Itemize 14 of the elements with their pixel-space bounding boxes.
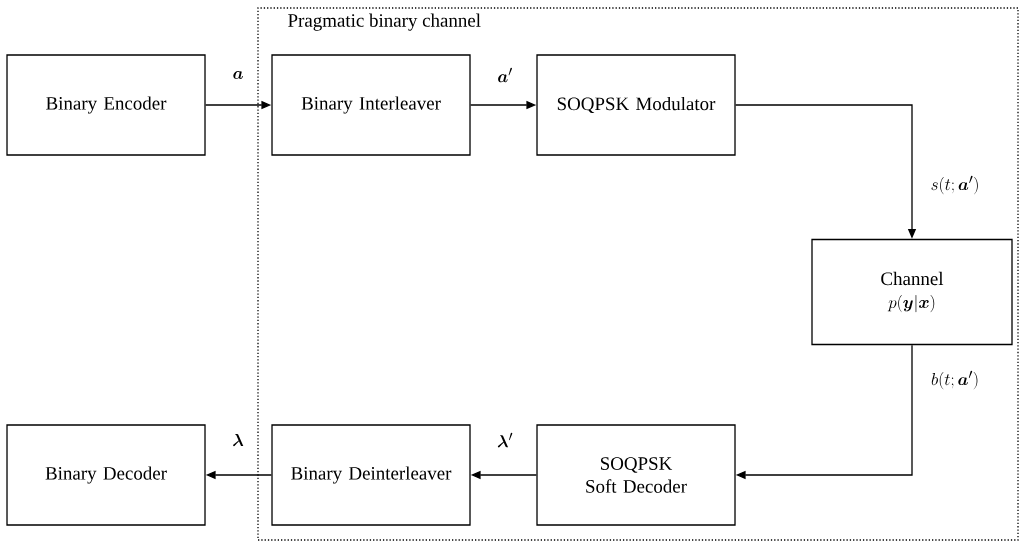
edge-label: $\boldsymbol{a}$ (231, 70, 245, 80)
edge-label: $b(t;\boldsymbol{a}')$ (930, 369, 980, 391)
process-box: SOQPSK Soft Decoder (536, 424, 736, 526)
edge-label: $\boldsymbol{\lambda}'$ (496, 431, 514, 449)
process-box: SOQPSK Modulator (536, 54, 736, 156)
edge-label: $s(t;\boldsymbol{a}')$ (929, 174, 981, 196)
edge-label: $\boldsymbol{\lambda}$ (231, 433, 245, 447)
process-box: Binary Deinterleaver (271, 424, 471, 526)
process-box: Binary Decoder (6, 424, 206, 526)
region-heading: Pragmatic binary channel (288, 13, 481, 31)
process-box: Binary Encoder (6, 54, 206, 156)
process-box: Channel $p(\boldsymbol{y}|\boldsymbol{x})$ (811, 238, 1013, 346)
process-box: Binary Interleaver (271, 54, 471, 156)
edge-label: $\boldsymbol{a}'$ (496, 66, 514, 84)
